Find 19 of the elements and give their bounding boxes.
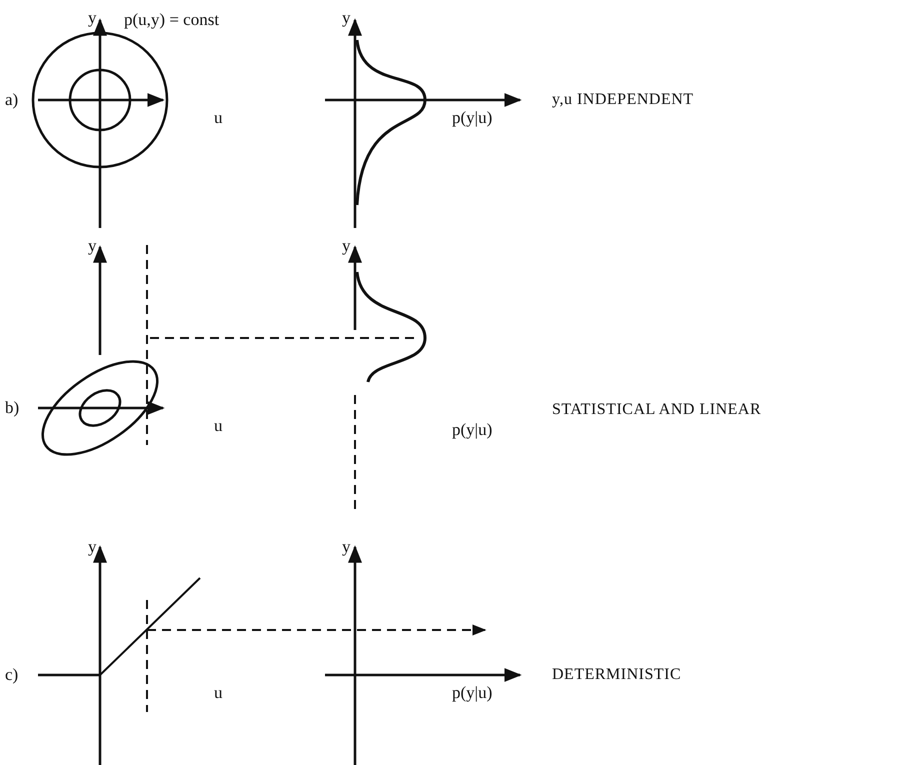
caption-text: DETERMINISTIC [552, 665, 682, 685]
axis-label: p(y|u) [452, 108, 492, 128]
axis-label: u [214, 108, 222, 128]
axis-label: u [214, 416, 222, 436]
axis-label: p(y|u) [452, 683, 492, 703]
axis-label: u [214, 683, 222, 703]
axis-label: y [342, 236, 350, 256]
panel-label: c) [5, 665, 18, 685]
axis-label: y [88, 236, 96, 256]
axis-label: y [88, 8, 96, 28]
caption-text: STATISTICAL AND LINEAR [552, 400, 762, 420]
axis-label: p(y|u) [452, 420, 492, 440]
axis-label: y [342, 8, 350, 28]
equation-text: p(u,y) = const [124, 10, 220, 30]
panel-label: a) [5, 90, 18, 110]
axis-label: y [342, 537, 350, 557]
axis-label: y [88, 537, 96, 557]
caption-text: y,u INDEPENDENT [552, 90, 694, 110]
panel-label: b) [5, 398, 20, 418]
